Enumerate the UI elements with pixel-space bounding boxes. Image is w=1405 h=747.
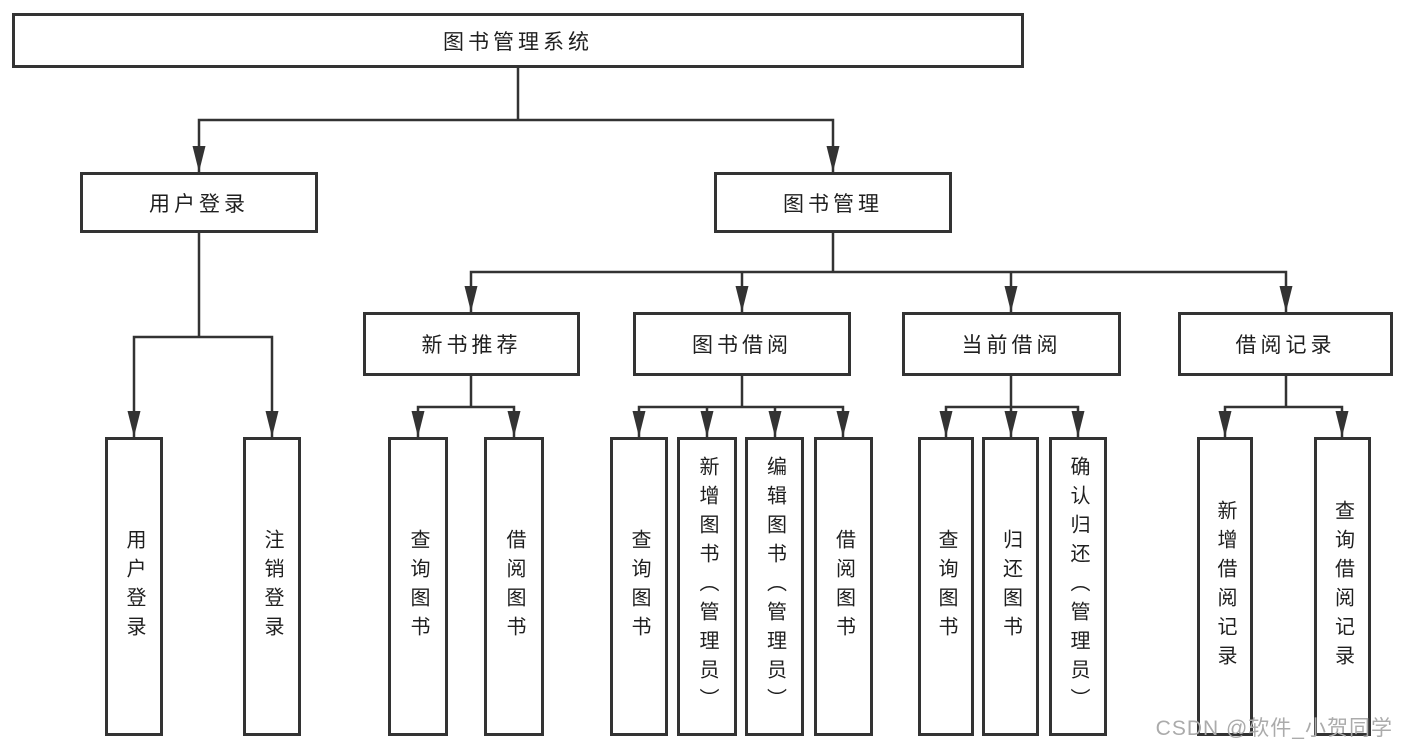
leaf-borrow-query-book: 查询图书 (610, 437, 668, 736)
leaf-recommend-borrow-book: 借阅图书 (484, 437, 544, 736)
connector-g2-split (632, 405, 850, 437)
leaf-current-query-book: 查询图书 (918, 437, 974, 736)
leaf-current-query-book-label: 查询图书 (935, 528, 957, 645)
leaf-borrow-borrow-book: 借阅图书 (814, 437, 873, 736)
node-new-book-recommendation-label: 新书推荐 (421, 334, 522, 357)
leaf-borrow-borrow-book-label: 借阅图书 (832, 528, 855, 645)
leaf-user-logout-label: 注销登录 (261, 528, 283, 645)
leaf-records-add-record-label: 新增借阅记录 (1214, 499, 1236, 674)
leaf-recommend-query-book: 查询图书 (388, 437, 448, 736)
connector-user-split (127, 335, 279, 437)
leaf-recommend-query-book-label: 查询图书 (407, 528, 429, 645)
node-current-borrowing-label: 当前借阅 (961, 334, 1062, 357)
leaf-recommend-borrow-book-label: 借阅图书 (503, 528, 525, 645)
leaf-user-login-label: 用户登录 (123, 528, 145, 645)
leaf-borrow-query-book-label: 查询图书 (628, 528, 650, 645)
node-book-borrowing: 图书借阅 (633, 312, 851, 376)
node-book-management-label: 图书管理 (783, 192, 883, 216)
node-system-root: 图书管理系统 (12, 13, 1024, 68)
connector-g4-split (1218, 405, 1349, 437)
node-new-book-recommendation: 新书推荐 (363, 312, 580, 376)
node-user-login: 用户登录 (80, 172, 318, 233)
node-book-management: 图书管理 (714, 172, 952, 233)
connector-g1-split (411, 405, 521, 437)
leaf-current-return-book-label: 归还图书 (999, 528, 1022, 645)
leaf-records-add-record: 新增借阅记录 (1197, 437, 1253, 736)
leaf-records-query-record: 查询借阅记录 (1314, 437, 1371, 736)
node-current-borrowing: 当前借阅 (902, 312, 1121, 376)
leaf-user-logout: 注销登录 (243, 437, 301, 736)
connector-level3-split (464, 270, 1293, 312)
leaf-borrow-edit-book-admin-label: 编辑图书（管理员） (763, 456, 786, 717)
node-user-login-label: 用户登录 (149, 192, 249, 216)
node-book-borrowing-label: 图书借阅 (692, 334, 792, 357)
leaf-records-query-record-label: 查询借阅记录 (1331, 499, 1354, 674)
leaf-current-confirm-return-admin-label: 确认归还（管理员） (1067, 456, 1089, 717)
node-borrowing-records: 借阅记录 (1178, 312, 1393, 376)
leaf-borrow-add-book-admin-label: 新增图书（管理员） (696, 456, 718, 717)
node-system-root-label: 图书管理系统 (443, 30, 593, 54)
leaf-current-return-book: 归还图书 (982, 437, 1039, 736)
watermark: CSDN @软件_小贺同学 (1155, 717, 1393, 740)
connector-level2-split (192, 118, 840, 172)
leaf-user-login: 用户登录 (105, 437, 163, 736)
leaf-current-confirm-return-admin: 确认归还（管理员） (1049, 437, 1107, 736)
node-borrowing-records-label: 借阅记录 (1235, 334, 1336, 357)
leaf-borrow-add-book-admin: 新增图书（管理员） (677, 437, 737, 736)
leaf-borrow-edit-book-admin: 编辑图书（管理员） (745, 437, 804, 736)
